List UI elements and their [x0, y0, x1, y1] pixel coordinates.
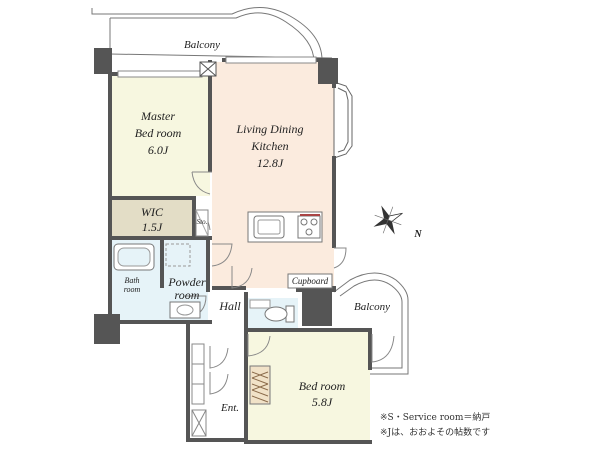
cupboard-label: Cupboard	[292, 276, 329, 286]
bedroom-size: 5.8J	[312, 395, 333, 409]
cupboard	[287, 273, 333, 289]
bay-window	[333, 81, 353, 159]
bedroom-closet	[250, 366, 270, 404]
hall-label: Hall	[218, 299, 241, 313]
walls	[94, 48, 372, 444]
note-jo-size: ※Jは、おおよその帖数です	[380, 428, 491, 438]
entrance-cabinet	[191, 343, 229, 437]
ldk-size: 12.8J	[257, 156, 284, 170]
storage-closet	[195, 209, 209, 237]
bath-label-2: room	[124, 285, 141, 294]
toilet	[249, 299, 295, 323]
balcony-right-label: Balcony	[354, 301, 390, 313]
vent-box	[199, 61, 217, 77]
bath-label-1: Bath	[124, 276, 139, 285]
entrance-label: Ent.	[220, 402, 239, 414]
powder-room-label-1: Powder	[167, 275, 206, 289]
master-bedroom-label-1: Master	[140, 109, 175, 123]
balcony-right	[333, 272, 409, 375]
wic-label: WIC	[141, 205, 164, 219]
closet-hatching	[249, 365, 271, 405]
storage-label: Sto.	[197, 218, 208, 226]
ldk-label-2: Kitchen	[250, 139, 288, 153]
balcony-top	[91, 7, 333, 63]
compass-north-label: N	[413, 229, 422, 240]
master-bedroom-size: 6.0J	[148, 143, 169, 157]
kitchen-counter	[247, 211, 323, 243]
wic-size: 1.5J	[142, 220, 163, 234]
master-bedroom-area	[110, 76, 210, 196]
washer-space	[165, 243, 191, 267]
ldk-label-1: Living Dining	[235, 122, 303, 136]
wic-area	[110, 200, 192, 236]
master-bedroom-label-2: Bed room	[135, 126, 182, 140]
balcony-top-label: Balcony	[184, 39, 220, 51]
wash-basin	[169, 301, 201, 319]
note-service-room: ※S・Service room＝納戸	[380, 413, 491, 423]
bathtub	[113, 243, 155, 271]
compass-rose	[373, 205, 403, 235]
bedroom-label: Bed room	[299, 379, 346, 393]
powder-room-label-2: room	[175, 288, 200, 302]
